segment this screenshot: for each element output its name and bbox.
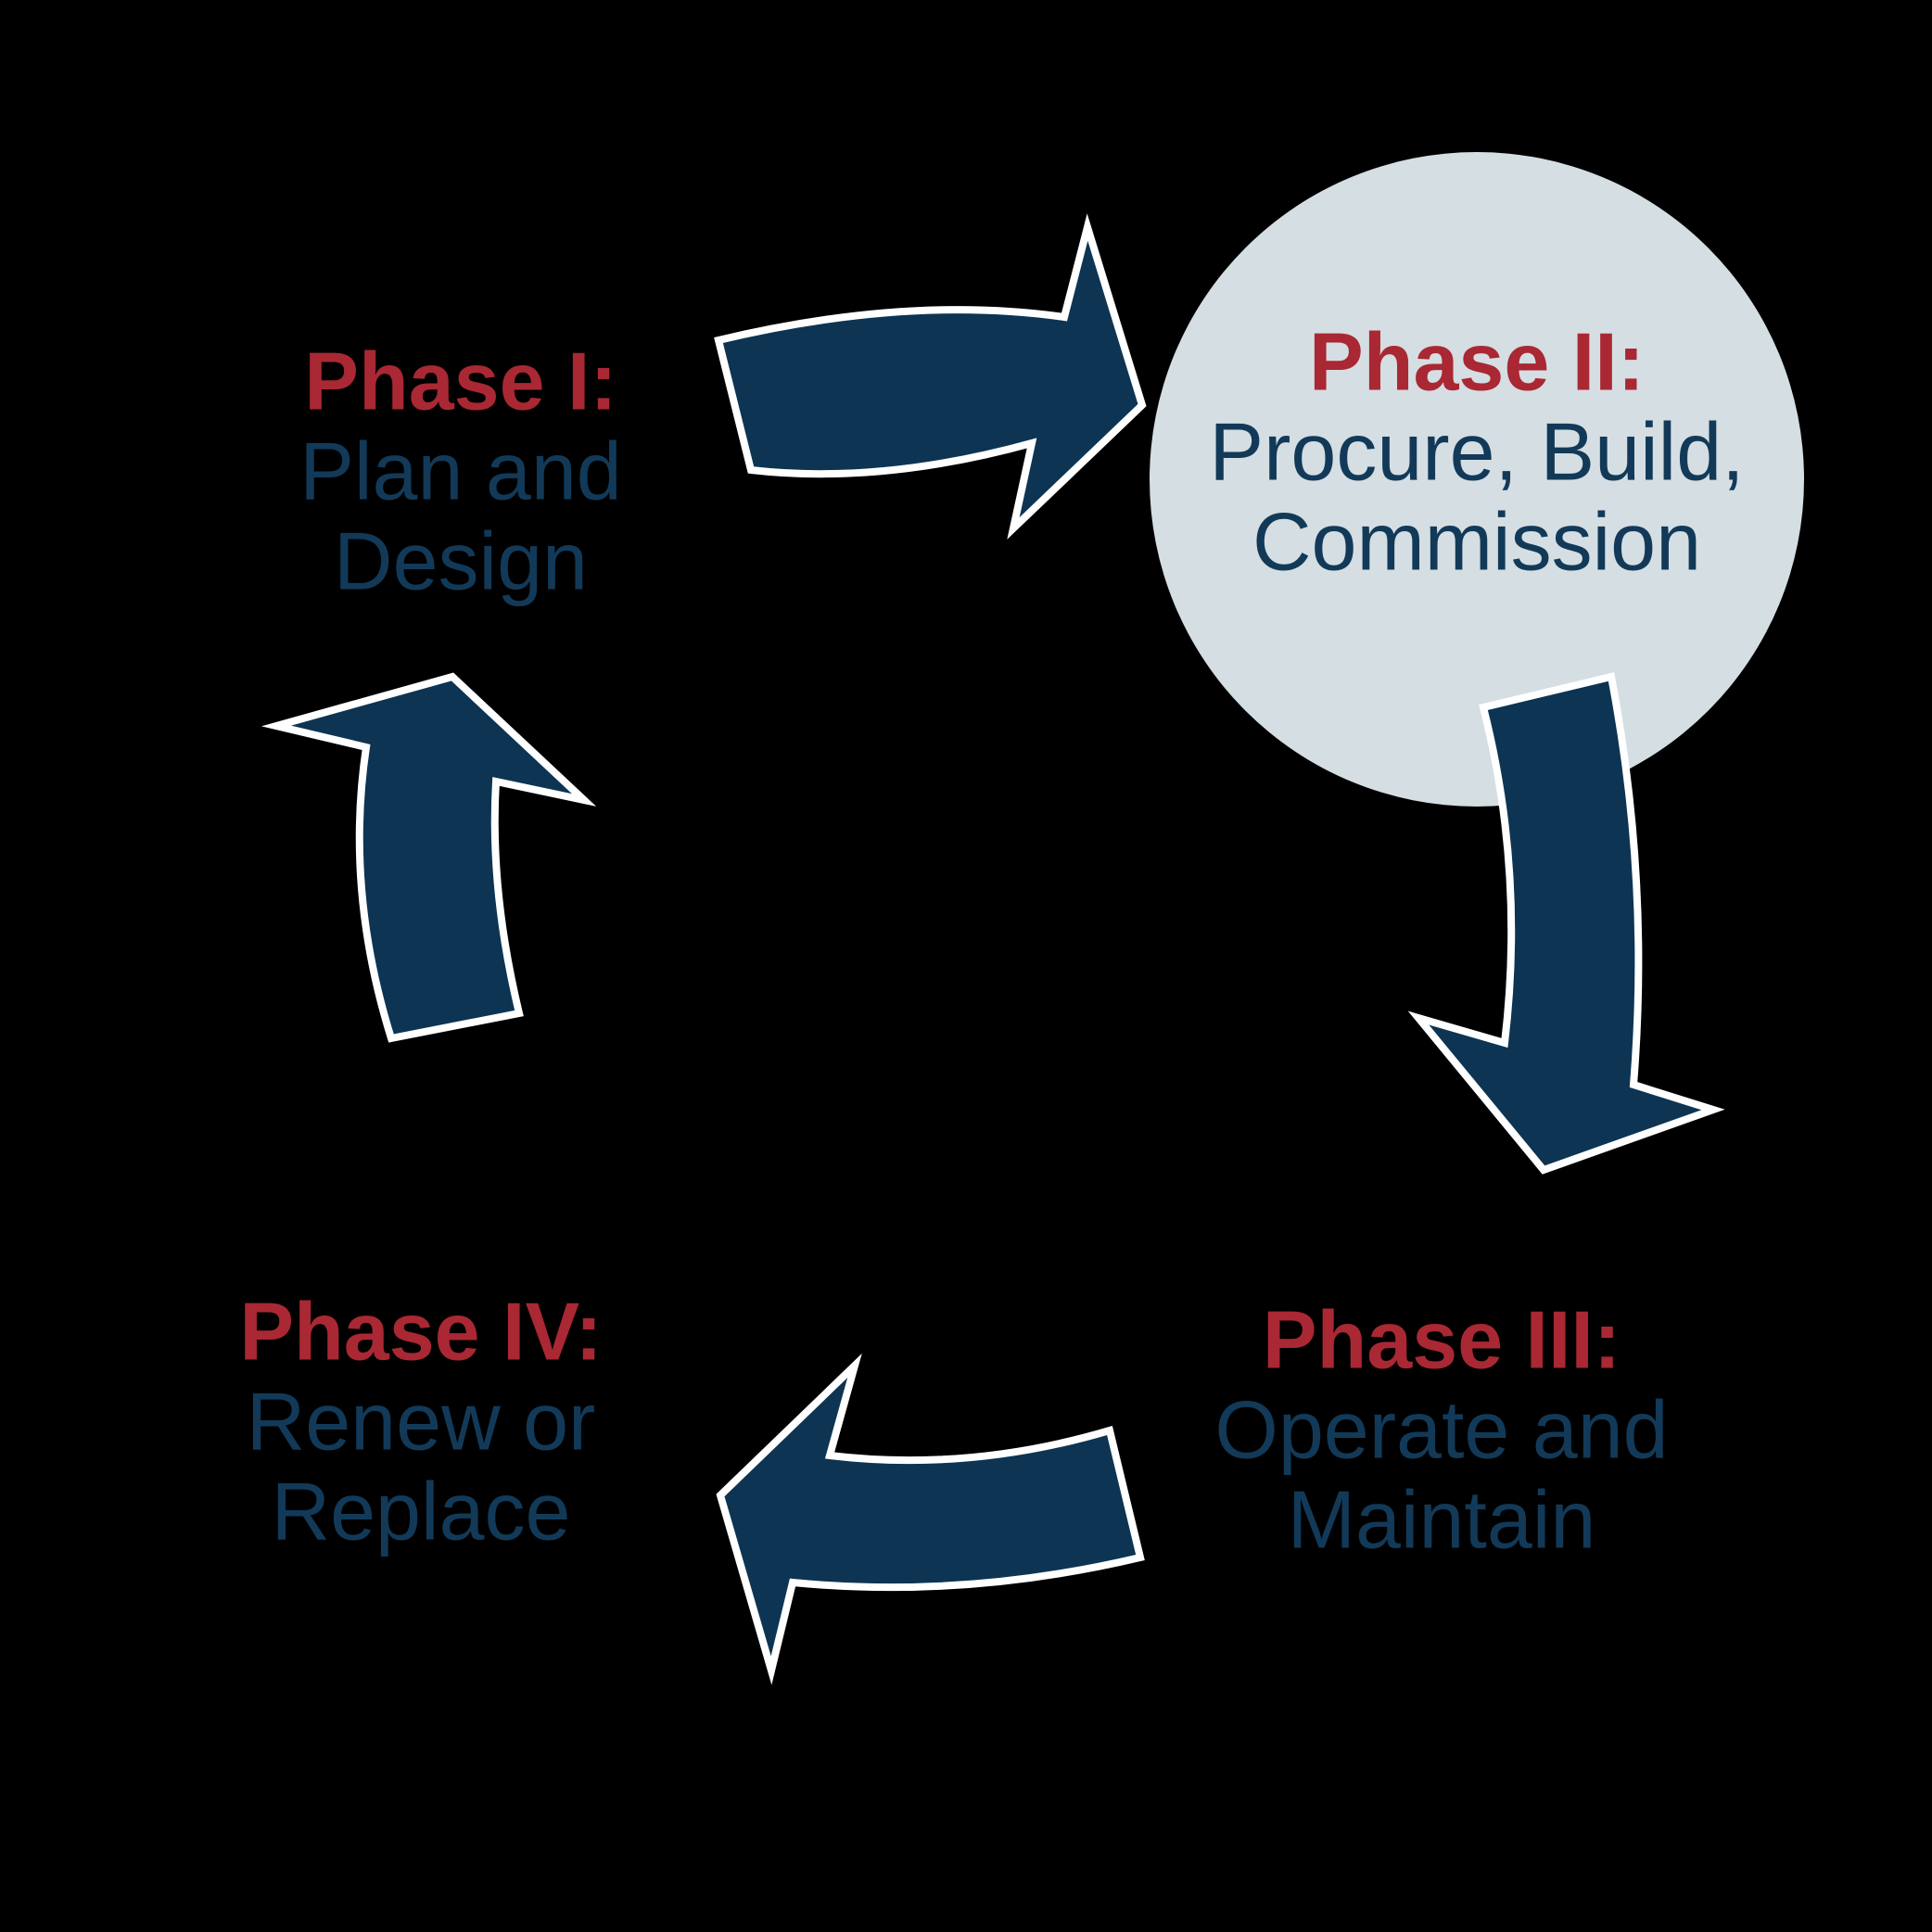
phase-2-label: Phase II: Procure, Build, Commission	[1180, 317, 1773, 587]
phase-4-label: Phase IV: Renew or Replace	[124, 1287, 718, 1557]
phase-3-title: Phase III:	[1262, 1293, 1621, 1386]
phase-1-title: Phase I:	[304, 335, 617, 427]
arrow-phase2-to-phase3-icon	[1407, 672, 1725, 1175]
arrow-phase4-to-phase1-icon	[261, 672, 597, 1043]
phase-3-line-2: Maintain	[1287, 1473, 1596, 1566]
phase-1-label: Phase I: Plan and Design	[164, 337, 757, 606]
phase-2-title: Phase II:	[1309, 315, 1645, 408]
phase-2-line-2: Commission	[1252, 495, 1702, 588]
arrow-phase3-to-phase4-icon	[716, 1353, 1145, 1685]
phase-4-line-2: Replace	[271, 1465, 571, 1557]
phase-3-line-1: Operate and	[1214, 1383, 1669, 1476]
phase-4-title: Phase IV:	[239, 1285, 603, 1378]
arrow-phase1-to-phase2-icon	[714, 213, 1147, 540]
phase-4-line-1: Renew or	[246, 1375, 596, 1468]
phase-3-label: Phase III: Operate and Maintain	[1145, 1295, 1738, 1565]
phase-1-line-2: Design	[334, 515, 588, 607]
phase-2-highlight-circle	[1150, 152, 1804, 807]
phase-2-line-1: Procure, Build,	[1209, 405, 1745, 498]
phase-1-line-1: Plan and	[299, 425, 622, 517]
